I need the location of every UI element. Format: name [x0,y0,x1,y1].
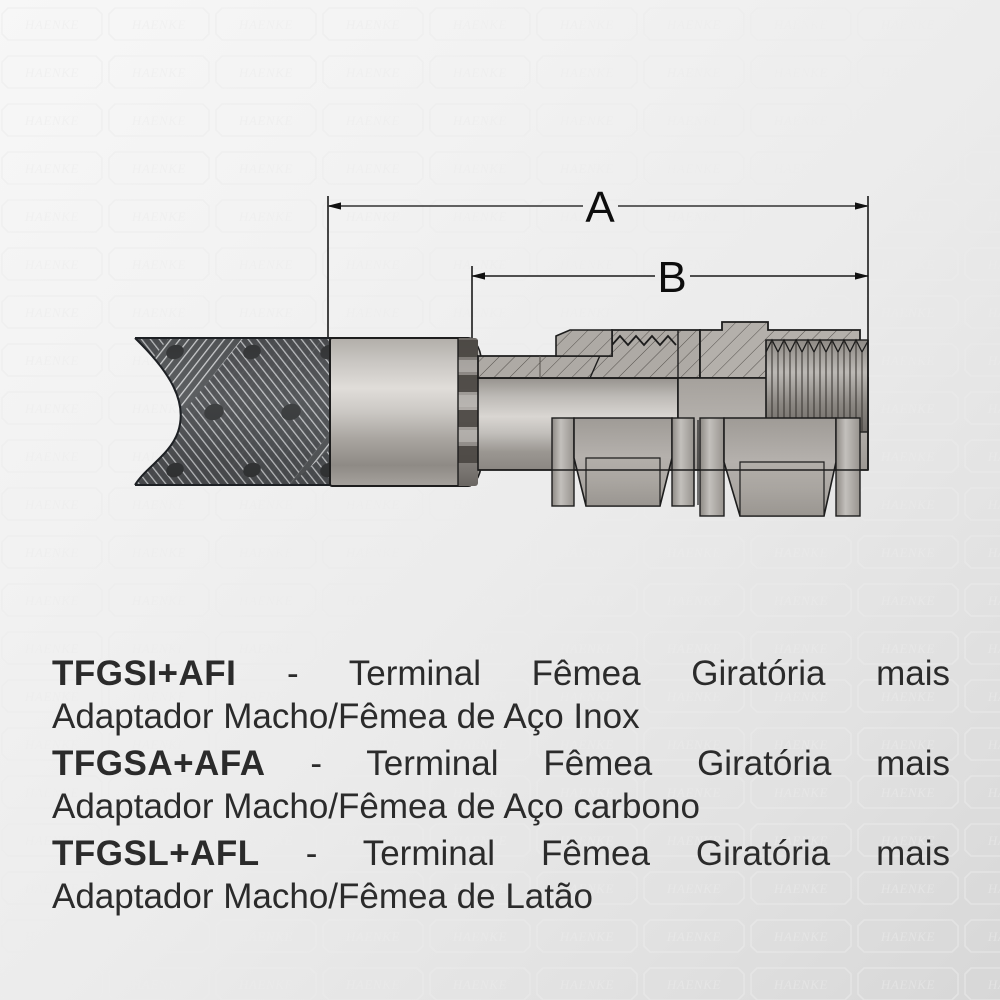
technical-drawing: A B [134,183,869,517]
caption-line-primary: TFGSL+AFL - Terminal Fêmea Giratória mai… [52,832,950,875]
caption-line-secondary: Adaptador Macho/Fêmea de Aço Inox [52,697,640,736]
product-code-tfgsl: TFGSL+AFL [52,834,260,873]
product-code-tfgsa: TFGSA+AFA [52,744,266,783]
caption-dash: - [287,654,299,693]
caption-description-part1: Terminal Fêmea Giratória mais [366,744,950,783]
dimension-a: A [327,183,869,340]
caption-entry-tfgsa: TFGSA+AFA - Terminal Fêmea Giratória mai… [52,742,950,828]
caption-line-primary: TFGSI+AFI - Terminal Fêmea Giratória mai… [52,652,950,695]
caption-entry-tfgsi: TFGSI+AFI - Terminal Fêmea Giratória mai… [52,652,950,738]
hex-nut-2 [693,417,861,517]
product-code-tfgsi: TFGSI+AFI [52,654,237,693]
caption-description-part1: Terminal Fêmea Giratória mais [362,834,950,873]
caption-dash: - [310,744,323,783]
crimp-ferrule [329,337,483,487]
braided-hose [134,337,332,486]
caption-block: TFGSI+AFI - Terminal Fêmea Giratória mai… [52,652,950,922]
caption-dash: - [305,834,318,873]
knurl-ring [458,338,478,486]
caption-line-secondary: Adaptador Macho/Fêmea de Aço carbono [52,787,700,826]
caption-entry-tfgsl: TFGSL+AFL - Terminal Fêmea Giratória mai… [52,832,950,918]
hex-nut-1 [551,417,695,507]
dimension-a-label: A [585,183,615,232]
dimension-b-label: B [657,253,686,302]
caption-line-secondary: Adaptador Macho/Fêmea de Latão [52,877,593,916]
caption-line-primary: TFGSA+AFA - Terminal Fêmea Giratória mai… [52,742,950,785]
caption-description-part1: Terminal Fêmea Giratória mais [348,654,951,693]
